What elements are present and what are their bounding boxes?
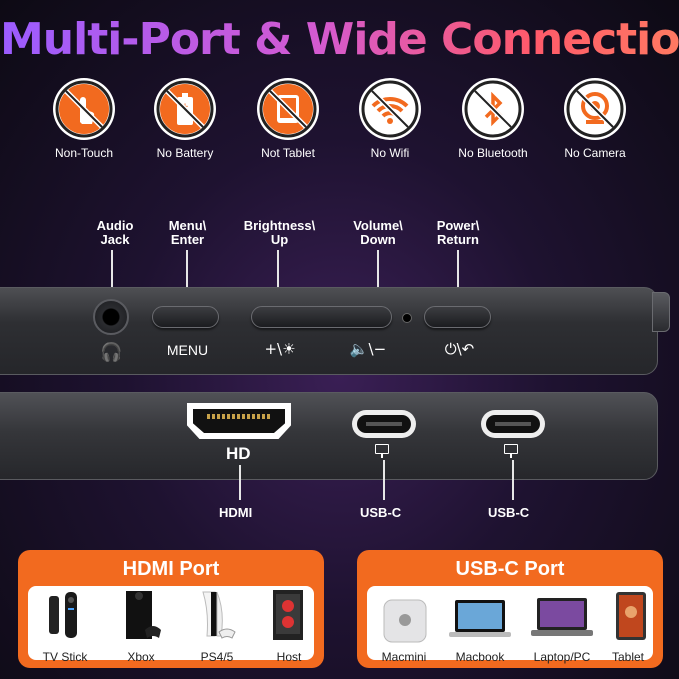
monitor-icon [375,444,389,454]
connector-line [383,460,385,500]
monitor-side-ports [0,392,658,480]
usbc-label-2: USB-C [488,505,530,520]
feature-non-touch: Non-Touch [39,78,129,160]
camera-icon [564,78,626,140]
tablet-device-icon [616,592,646,640]
feature-no-wifi: No Wifi [345,78,435,160]
feature-no-battery: + No Battery [140,78,230,160]
macmini-device: Macmini [369,586,439,664]
battery-icon: + [154,78,216,140]
menu-enter-label: Menu\Enter [168,218,207,247]
tv-stick-icon [49,592,77,638]
hdmi-pins [207,414,271,419]
playstation-icon [202,591,236,639]
volume-down-label: Volume\Down [353,218,403,247]
connector-line [239,465,241,500]
macmini-icon [383,599,427,643]
power-button[interactable] [424,306,491,328]
hand-icon [53,78,115,140]
usbc-label-1: USB-C [360,505,402,520]
ps-device: PS4/5 [182,586,252,664]
connector-line [512,460,514,500]
feature-not-tablet: Not Tablet [243,78,333,160]
indicator-led [402,313,412,323]
menu-button[interactable] [152,306,219,328]
power-return-label: Power\Return [436,218,480,247]
feature-label: Not Tablet [261,146,315,160]
connector-line [186,250,188,310]
feature-no-bluetooth: No Bluetooth [448,78,538,160]
brightness-up-label: Brightness\Up [243,218,316,247]
monitor-icon [504,444,518,454]
power-print: ⏻\↶ [444,340,475,358]
tablet-icon [257,78,319,140]
volume-print: 🔈\− [349,340,387,358]
usbc-port-card: USB-C Port Macmini Macbook Laptop/PC [357,550,663,668]
macbook-device: Macbook [445,586,515,664]
xbox-icon [126,591,161,639]
connector-line [277,250,279,310]
menu-print: MENU [166,342,209,358]
feature-no-camera: No Camera [550,78,640,160]
hdmi-card-title: HDMI Port [122,558,220,580]
feature-label: No Bluetooth [458,146,528,160]
laptop-device: Laptop/PC [527,586,597,664]
macbook-icon [449,600,511,637]
feature-label: No Camera [564,146,626,160]
connector-line [377,250,379,310]
hd-print: HD [226,444,251,463]
connector-line [111,250,113,292]
hdmi-port-inner [193,409,285,433]
usbc-card-body: Macmini Macbook Laptop/PC Tab [367,586,653,664]
headphone-icon: 🎧 [100,342,123,362]
hdmi-label: HDMI [219,505,253,520]
xbox-device: Xbox [106,586,176,664]
laptop-icon [531,598,593,636]
feature-label: Non-Touch [54,146,114,160]
pc-tower-icon [273,590,303,640]
monitor-icon-stand [510,454,512,458]
tablet-device: Tablet [593,586,663,664]
audio-jack-port[interactable] [93,299,129,335]
tv-stick-device: TV Stick [30,586,100,664]
connector-line [457,250,459,310]
host-device: Host [254,586,324,664]
hdmi-card-body: TV Stick Xbox PS4/5 [28,586,314,664]
feature-label: No Wifi [370,146,410,160]
usbc-card-title: USB-C Port [455,558,565,580]
page-title: Multi-Port & Wide Connection [0,14,679,65]
monitor-icon-stand [381,454,383,458]
brightness-volume-rocker[interactable] [251,306,392,328]
usbc-tongue [366,422,402,426]
bluetooth-icon [462,78,524,140]
feature-label: No Battery [156,146,214,160]
brightness-print: +\☀ [264,340,296,358]
hdmi-port-card: HDMI Port TV Stick Xbox [18,550,324,668]
stand-hinge [652,292,670,332]
wifi-icon [359,78,421,140]
usbc-tongue [495,422,531,426]
